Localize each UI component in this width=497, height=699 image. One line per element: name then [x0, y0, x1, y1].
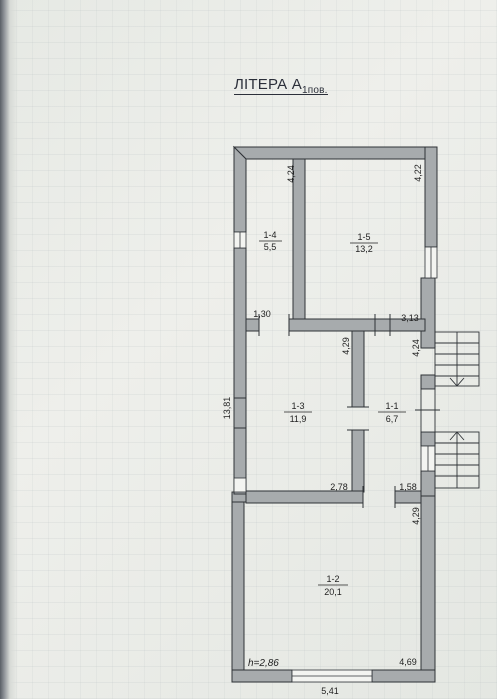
dim-4-69: 4,69: [399, 657, 417, 667]
room-1-1: 1-1 6,7: [378, 401, 406, 424]
door-marks: [258, 314, 440, 508]
dimension-labels: 4,24 4,22 1,30 3,13 4,29 4,24 13,81 2,78…: [222, 164, 423, 696]
room-1-4-area: 5,5: [264, 242, 277, 252]
wall-1-3-1-1-bottom: [351, 429, 365, 493]
room-1-3: 1-3 11,9: [284, 401, 312, 424]
wall-left-mid2: [233, 397, 247, 429]
wall-right-u2: [420, 277, 436, 349]
plan-title-main: ЛІТЕРА А: [234, 76, 302, 93]
wall-right-mid2: [420, 431, 436, 447]
room-1-2-area: 20,1: [324, 587, 342, 597]
room-1-2: 1-2 20,1: [318, 574, 348, 597]
wall-mid-horizontal: [245, 490, 364, 504]
window-left-2: [233, 477, 247, 493]
room-1-1-area: 6,7: [386, 414, 399, 424]
wall-bottom-right: [371, 669, 436, 683]
dim-5-41: 5,41: [321, 686, 339, 696]
dim-3-13: 3,13: [401, 313, 419, 323]
dim-1-30: 1,30: [253, 309, 271, 319]
wall-mid-horizontal-b: [394, 490, 422, 504]
exterior-walls: [231, 145, 438, 683]
wall-left-lower: [231, 497, 245, 671]
dim-2-78: 2,78: [330, 482, 348, 492]
room-1-4-id: 1-4: [263, 230, 276, 240]
windows: [233, 231, 438, 683]
room-1-3-id: 1-3: [291, 401, 304, 411]
room-1-1-id: 1-1: [385, 401, 398, 411]
dim-4-29-low: 4,29: [411, 507, 421, 525]
wall-1-3-1-1-top: [351, 330, 365, 408]
room-1-3-area: 11,9: [290, 414, 307, 424]
wall-left-mid: [233, 247, 247, 399]
wall-left-upper: [233, 145, 247, 233]
room-1-5: 1-5 13,2: [350, 232, 378, 254]
plan-title: ЛІТЕРА А1пов.: [234, 76, 328, 96]
dim-4-22: 4,22: [413, 164, 423, 182]
room-1-4: 1-4 5,5: [259, 230, 282, 252]
wall-right-mid: [420, 374, 436, 390]
room-1-5-id: 1-5: [357, 232, 370, 242]
dim-4-29-mid: 4,29: [341, 337, 351, 355]
room-1-5-area: 13,2: [355, 244, 373, 254]
wall-upper-horizontal: [245, 318, 260, 332]
dim-4-24-top: 4,24: [286, 165, 296, 183]
wall-top: [232, 146, 438, 160]
dim-13-81: 13,81: [222, 397, 232, 420]
wall-right-lower: [420, 495, 436, 671]
ceiling-height: h=2,86: [248, 658, 279, 669]
dim-1-58: 1,58: [399, 482, 417, 492]
room-labels: 1-4 5,5 1-5 13,2 1-3 11,9 1-1 6,7 1-2 20…: [259, 230, 406, 597]
dim-4-24-right: 4,24: [411, 339, 421, 357]
plan-title-subscript: 1пов.: [301, 85, 328, 96]
room-1-2-id: 1-2: [326, 574, 339, 584]
wall-bottom-left: [231, 669, 293, 683]
wall-left-between: [233, 427, 247, 495]
wall-right-upper: [424, 146, 438, 248]
wall-right-low1: [420, 470, 436, 497]
interior-walls: [245, 158, 426, 504]
